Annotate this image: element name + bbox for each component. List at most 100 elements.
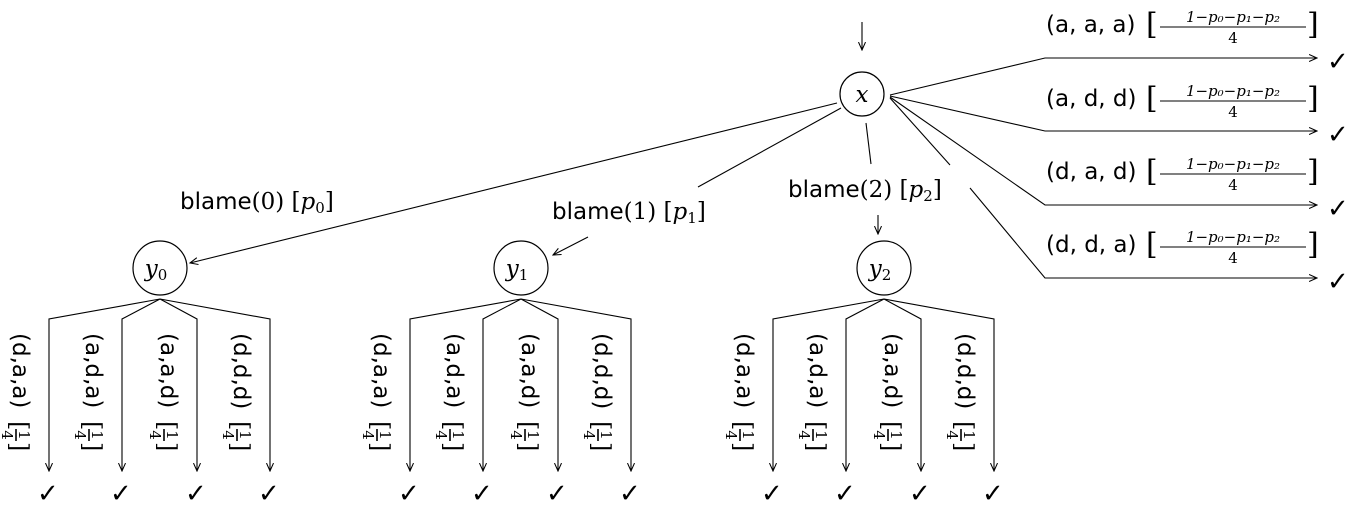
y1-outcome-2: (a,a,d)[14]✓	[507, 298, 568, 509]
y1-outcome-0: (d,a,a)[14]✓	[359, 298, 522, 509]
y1-outcome-3: (d,d,d)[14]✓	[520, 298, 641, 509]
root-outcome-1: (a, d, d)[1−p₀−p₁−p₂4]✓	[1046, 81, 1349, 150]
node-x-label: x	[856, 82, 869, 108]
bracket-right: ]	[1307, 81, 1319, 116]
bracket-left: [	[877, 421, 905, 430]
outcome-edge	[122, 298, 161, 471]
prob-denominator: 4	[507, 430, 525, 440]
bracket-right: ]	[877, 442, 905, 451]
prob-denominator: 4	[71, 430, 89, 440]
y-subtrees: y0(d,a,a)[14]✓(a,d,a)[14]✓(a,a,d)[14]✓(d…	[0, 240, 1004, 509]
y0-outcome-2: (a,a,d)[14]✓	[146, 298, 207, 509]
bracket-right: ]	[1307, 227, 1319, 262]
outcome-action: (d,d,d)	[952, 333, 978, 409]
prob-numerator: 1−p₀−p₁−p₂	[1186, 8, 1280, 26]
bracket-left: [	[950, 421, 978, 430]
bracket-left: [	[1146, 154, 1158, 189]
root-outcome-3: (d, d, a) [1−p₀−p₁−p₂ 4] ✓	[1046, 227, 1349, 297]
edge-root-outcome-1	[889, 95, 1317, 131]
prob-numerator: 1	[163, 430, 181, 440]
outcome-action: (a,a,d)	[879, 333, 905, 408]
prob-denominator: 4	[943, 430, 961, 440]
checkmark-icon: ✓	[619, 479, 641, 509]
outcome-label: (d,a,a)[14]	[359, 333, 394, 451]
outcome-label: (a,d,a)[14]	[795, 333, 830, 451]
outcome-edge	[159, 298, 270, 471]
edge-root-outcome-3a	[889, 97, 951, 166]
prob-numerator: 1	[960, 430, 978, 440]
outcome-edge	[159, 298, 197, 471]
outcome-action: (a,a,d)	[155, 333, 181, 408]
prob-denominator: 4	[870, 430, 888, 440]
outcome-label: (a,d,a)[14]	[71, 333, 106, 451]
y0-outcome-0: (d,a,a)[14]✓	[0, 298, 161, 509]
checkmark-icon: ✓	[258, 479, 280, 509]
bracket-right: ]	[78, 442, 106, 451]
checkmark-icon: ✓	[982, 479, 1004, 509]
outcome-action: (d,a,a)	[368, 333, 394, 408]
bracket-right: ]	[729, 442, 757, 451]
bracket-left: [	[153, 421, 181, 430]
prob-denominator: 4	[219, 430, 237, 440]
prob-numerator: 1−p₀−p₁−p₂	[1186, 155, 1280, 173]
checkmark-icon: ✓	[909, 479, 931, 509]
checkmark-icon: ✓	[110, 479, 132, 509]
bracket-right: ]	[514, 442, 542, 451]
bracket-right: ]	[1307, 7, 1319, 42]
node-y0: y0(d,a,a)[14]✓(a,d,a)[14]✓(a,a,d)[14]✓(d…	[0, 240, 280, 509]
blame-1-label: blame(1) [p1]	[552, 199, 706, 227]
root-outcome-action: (d, d, a)	[1046, 232, 1136, 258]
prob-denominator: 4	[1228, 29, 1238, 47]
bracket-right: ]	[439, 442, 467, 451]
bracket-right: ]	[950, 442, 978, 451]
root-outcome-action: (a, d, d)	[1046, 86, 1136, 112]
outcome-action: (a,d,a)	[441, 333, 467, 408]
blame-2-label: blame(2) [p2]	[788, 177, 942, 205]
y2-outcome-1: (a,d,a)[14]✓	[795, 298, 885, 509]
checkmark-icon: ✓	[834, 479, 856, 509]
outcome-action: (a,d,a)	[80, 333, 106, 408]
prob-denominator: 4	[146, 430, 164, 440]
prob-denominator: 4	[432, 430, 450, 440]
prob-denominator: 4	[722, 430, 740, 440]
prob-numerator: 1	[236, 430, 254, 440]
outcome-label: (d,d,d) [14]	[943, 333, 978, 451]
bracket-right: ]	[1307, 154, 1319, 189]
bracket-left: [	[439, 421, 467, 430]
root-outcome-action: (a, a, a)	[1046, 12, 1135, 38]
edge-blame-1-arrow	[553, 236, 589, 255]
edge-root-outcome-3b	[969, 187, 1317, 278]
bracket-left: [	[1146, 81, 1158, 116]
outcome-action: (d,d,d)	[228, 333, 254, 409]
bracket-right: ]	[226, 442, 254, 451]
prob-denominator: 4	[1228, 249, 1238, 267]
prob-denominator: 4	[580, 430, 598, 440]
bracket-left: [	[226, 421, 254, 430]
checkmark-icon: ✓	[185, 479, 207, 509]
root-outcomes: (a, a, a) [1−p₀−p₁−p₂ 4] ✓ (a, d, d) [1−p₀−p₁…	[1046, 7, 1349, 297]
prob-numerator: 1	[376, 430, 394, 440]
bracket-right: ]	[802, 442, 830, 451]
root-outcome-2: (d, a, d)[1−p₀−p₁−p₂4]✓	[1046, 154, 1349, 224]
outcome-label: (a,d,a) [14]	[432, 333, 467, 451]
outcome-action: (d,d,d)	[589, 333, 615, 409]
outcome-edge	[483, 298, 522, 471]
prob-numerator: 1	[449, 430, 467, 440]
root-outcome-0: (a, a, a)[1−p₀−p₁−p₂4]✓	[1046, 7, 1349, 77]
bracket-left: [	[802, 421, 830, 430]
bracket-left: [	[1146, 227, 1158, 262]
prob-numerator: 1−p₀−p₁−p₂	[1186, 228, 1280, 246]
bracket-left: [	[514, 421, 542, 430]
bracket-left: [	[1146, 7, 1158, 42]
y0-outcome-1: (a,d,a)[14]✓	[71, 298, 161, 509]
prob-numerator: 1	[524, 430, 542, 440]
y1-outcome-1: (a,d,a)[14]✓	[432, 298, 522, 509]
root-outcome-action: (d, a, d)	[1046, 159, 1136, 185]
outcome-label: (a,a,d)[14]	[146, 333, 181, 451]
outcome-action: (d,a,a)	[731, 333, 757, 408]
outcome-action: (a,a,d)	[516, 333, 542, 408]
outcome-edge	[883, 298, 994, 471]
checkmark-icon: ✓	[1327, 267, 1349, 297]
prob-denominator: 4	[1228, 103, 1238, 121]
bracket-left: [	[366, 421, 394, 430]
